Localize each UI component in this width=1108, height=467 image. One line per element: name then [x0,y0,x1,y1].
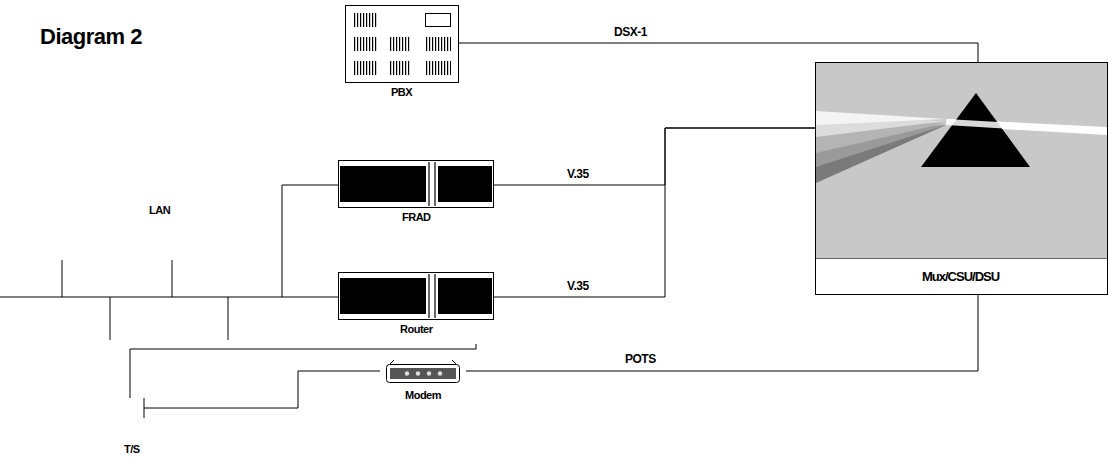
node-label: Mux/CSU/DSU [922,270,999,283]
mux-unit: Mux/CSU/DSU [815,62,1108,295]
signal-label: V.35 [565,167,591,181]
wire-line [466,295,978,371]
frad-unit: FRAD [338,160,494,232]
signal-label: POTS [623,352,658,366]
pbx-unit: PBX [345,5,459,107]
wire-line [494,128,815,185]
node-label: Router [400,323,432,336]
node-label: Modem [405,389,441,402]
node-label: PBX [391,86,412,99]
prism-illustration [816,63,1107,259]
wire-line [459,43,978,62]
wire-connector [466,295,978,371]
wire-connector [182,371,380,408]
node-label: LAN [149,204,170,217]
wire-connector [130,344,476,390]
terminal-server: T/S [118,390,182,466]
lan-bus [0,200,282,350]
pbx-illustration [345,5,459,83]
lan-segment: LAN [0,200,282,350]
node-label: T/S [124,443,140,456]
node-label: FRAD [402,211,431,224]
wire-line [282,297,338,298]
wire-connector [282,297,338,298]
wire-connector [494,128,815,297]
wire-line [494,128,815,297]
wire-connector [494,128,815,185]
wire-line [282,185,338,297]
device-illustration [338,160,494,208]
wire-line [130,344,476,390]
signal-label: V.35 [565,279,591,293]
wire-line [182,371,380,408]
device-illustration [338,272,494,320]
modem-illustration [380,358,466,386]
modem-unit: Modem [380,358,466,404]
wire-connector [282,185,338,297]
router-unit: Router [338,272,494,344]
signal-label: DSX-1 [612,25,649,39]
diagram-title: Diagram 2 [40,24,142,50]
wire-connector [459,43,978,62]
terminal-symbol [118,390,182,440]
